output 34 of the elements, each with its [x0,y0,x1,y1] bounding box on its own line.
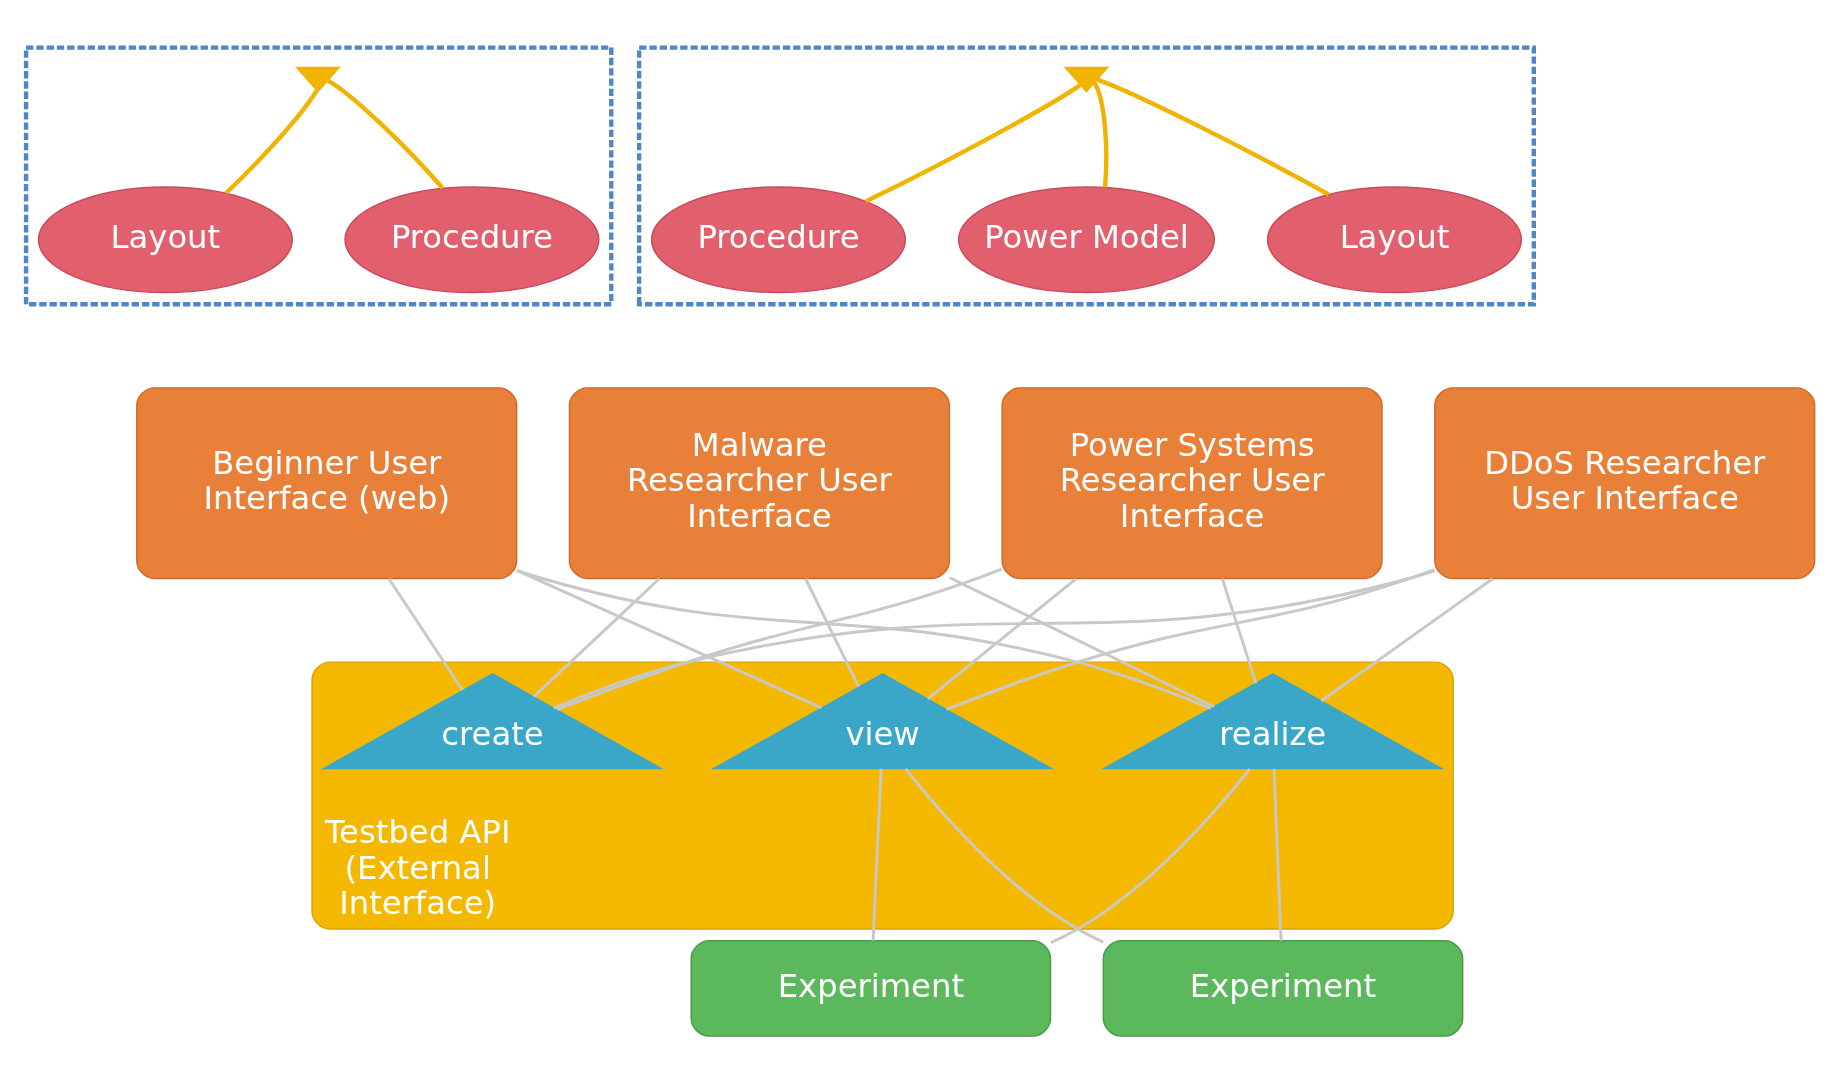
connector [556,567,1003,712]
node-box: Malware Researcher User Interface [568,387,951,580]
connector [904,768,1104,944]
connector [387,577,464,691]
connector [871,768,883,941]
node-ellipse: Layout [1266,186,1523,294]
node-box: Experiment [690,940,1052,1037]
connector [1050,768,1251,945]
connector [946,568,1435,711]
cluster [23,45,614,307]
node-ellipse: Procedure [344,186,600,294]
connector [949,576,1215,709]
node-box: DDoS Researcher User Interface [1434,387,1816,580]
connector [1272,768,1283,941]
node-box: Power Systems Researcher User Interface [1001,387,1383,580]
connector [1096,77,1330,197]
connector [532,577,661,698]
node-box: Beginner User Interface (web) [136,387,518,580]
cluster [636,45,1536,307]
connector [1220,578,1258,684]
connector [1320,577,1494,702]
node-ellipse: Layout [37,186,293,294]
connector [326,78,445,190]
connector [1092,81,1109,188]
node-triangle [295,66,341,93]
connector [516,569,1212,710]
node-ellipse: Procedure [650,186,907,294]
connector [926,577,1077,700]
node-triangle [1063,66,1110,93]
connector [553,569,1436,710]
node-ellipse: Power Model [957,186,1215,294]
connector [224,89,319,195]
node-box: Experiment [1102,940,1464,1037]
connector [865,83,1082,204]
